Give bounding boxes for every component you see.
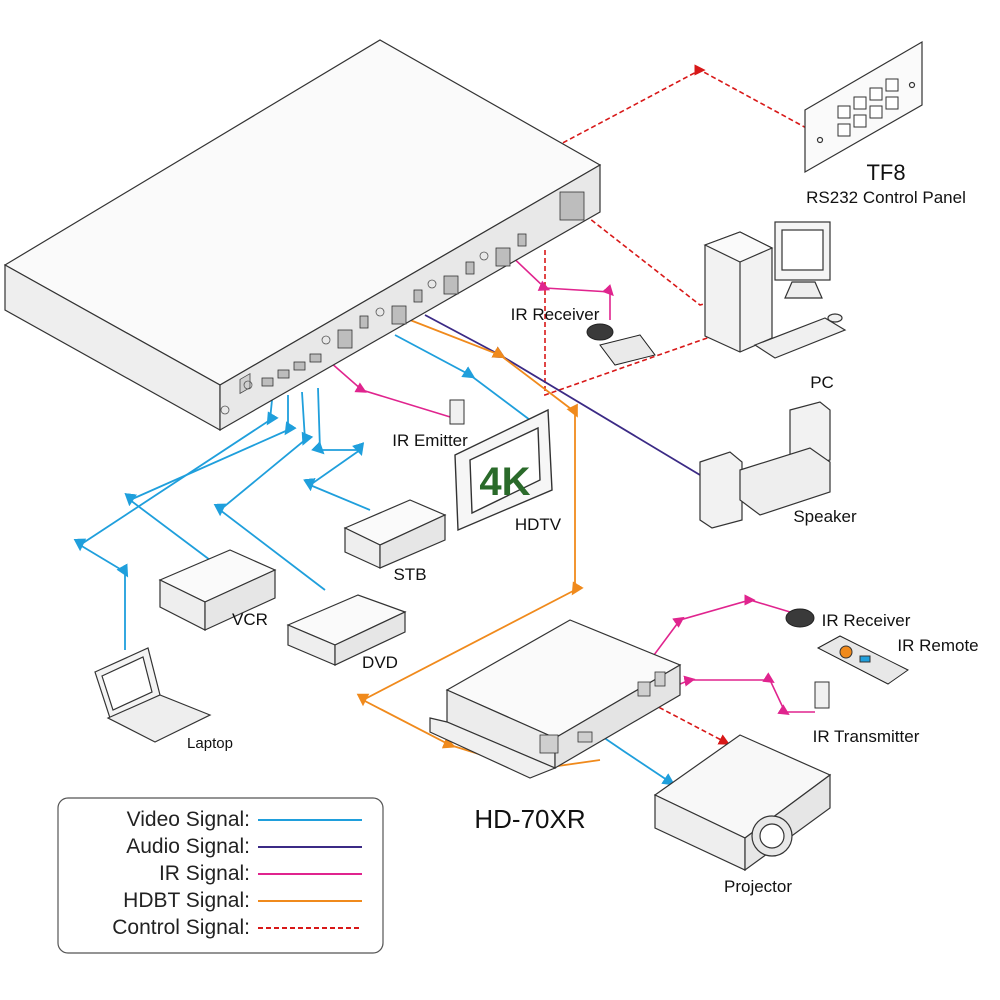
legend: Video Signal: Audio Signal: IR Signal: HDBT… xyxy=(57,797,384,954)
hd70xr-label: HD-70XR xyxy=(474,804,585,834)
ir-receiver-right-label: IR Receiver xyxy=(822,611,911,630)
ir-line-receiver-top xyxy=(504,249,614,320)
legend-label: Video Signal: xyxy=(127,808,250,831)
ir-transmitter-label: IR Transmitter xyxy=(813,727,920,746)
laptop-icon xyxy=(94,647,212,743)
desktop-pc-icon xyxy=(703,221,847,359)
video-line-hdtv xyxy=(394,334,531,421)
legend-label: Control Signal: xyxy=(112,916,250,939)
vcr-label: VCR xyxy=(232,610,268,629)
ir-receiver-right-icon xyxy=(785,608,815,628)
matrix-switcher-icon xyxy=(3,39,602,432)
video-line-vcr xyxy=(124,395,297,561)
ir-emitter-label: IR Emitter xyxy=(392,431,468,450)
video-line-dvd xyxy=(213,391,326,591)
video-line-laptop xyxy=(73,399,279,650)
laptop-label: Laptop xyxy=(187,735,233,752)
control-panel-icon xyxy=(804,40,923,174)
stb-label: STB xyxy=(393,565,426,584)
remote-icon xyxy=(816,635,909,685)
hdbt-receiver-icon xyxy=(429,619,682,779)
dvd-player-icon xyxy=(286,594,407,666)
set-top-box-icon xyxy=(343,499,447,569)
control-line-projector xyxy=(644,699,730,745)
legend-box xyxy=(57,797,384,954)
tv-icon xyxy=(454,408,553,532)
ir-receiver-top-label: IR Receiver xyxy=(511,305,600,324)
vcr-icon xyxy=(158,549,277,631)
ir-transmitter-icon xyxy=(814,681,830,709)
dvd-label: DVD xyxy=(362,653,398,672)
ir-receiver-top-icon xyxy=(586,323,656,366)
tf8-subtitle: RS232 Control Panel xyxy=(806,188,966,207)
hdtv-label: HDTV xyxy=(515,515,562,534)
legend-label: IR Signal: xyxy=(159,862,250,885)
tf8-title: TF8 xyxy=(866,160,905,185)
speaker-label: Speaker xyxy=(793,507,857,526)
legend-label: Audio Signal: xyxy=(126,835,250,858)
pc-label: PC xyxy=(810,373,834,392)
ir-emitter-icon xyxy=(449,399,465,425)
legend-label: HDBT Signal: xyxy=(123,889,250,912)
projector-label: Projector xyxy=(724,877,792,896)
speaker-icon xyxy=(699,401,831,529)
ir-line-emitter xyxy=(321,354,461,421)
ir-remote-label: IR Remote xyxy=(897,636,978,655)
hdtv-screen-text: 4K xyxy=(479,460,530,504)
projector-icon xyxy=(653,734,832,872)
video-line-stb xyxy=(303,387,371,511)
video-line-projector xyxy=(599,734,676,786)
